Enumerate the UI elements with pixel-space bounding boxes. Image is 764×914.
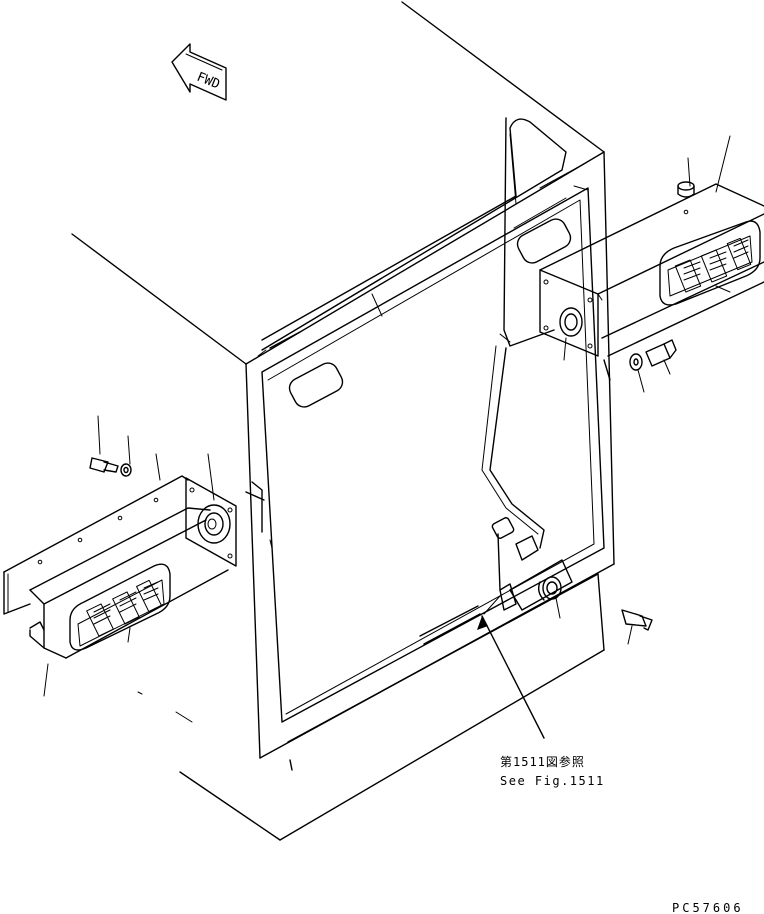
wiring-harness <box>245 117 567 615</box>
reference-leader <box>477 615 545 739</box>
reference-japanese: 第1511図参照 <box>500 754 585 769</box>
right-lamp-assembly <box>539 181 764 381</box>
cab-body <box>71 1 615 841</box>
fwd-label: FWD <box>195 70 223 93</box>
callout-leaders <box>43 135 731 697</box>
reference-english: See Fig.1511 <box>500 774 605 788</box>
part-code: PC57606 <box>672 901 744 914</box>
left-lamp-assembly <box>3 457 237 659</box>
right-lamp-grille <box>674 237 752 293</box>
figure-reference: 第1511図参照 See Fig.1511 <box>500 754 605 788</box>
rear-bracket <box>509 559 653 631</box>
fwd-arrow: FWD <box>171 43 227 101</box>
left-lamp-grille <box>86 579 162 637</box>
side-door <box>257 163 605 723</box>
